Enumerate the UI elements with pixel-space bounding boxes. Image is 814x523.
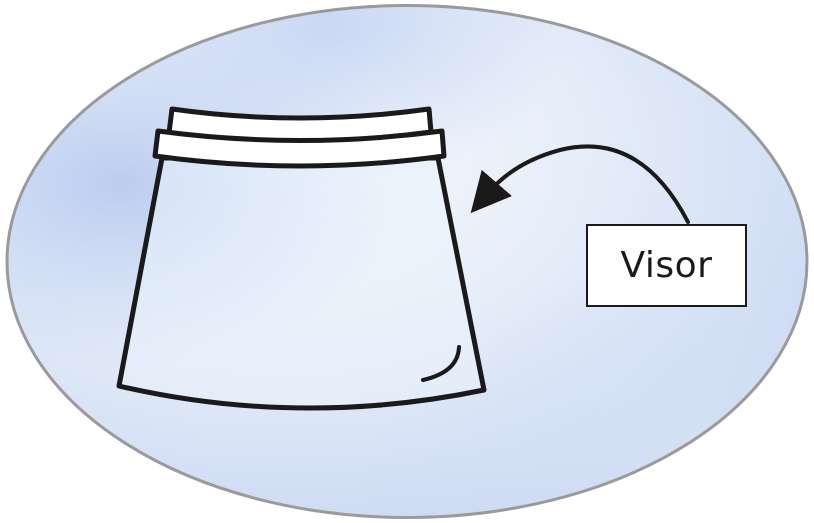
visor-label: Visor [620, 245, 713, 286]
pointer-arrow [470, 144, 690, 224]
visor-headband [152, 128, 447, 169]
visor-label-box: Visor [586, 224, 747, 307]
visor-shine [421, 345, 461, 382]
visor-shield [116, 155, 487, 411]
